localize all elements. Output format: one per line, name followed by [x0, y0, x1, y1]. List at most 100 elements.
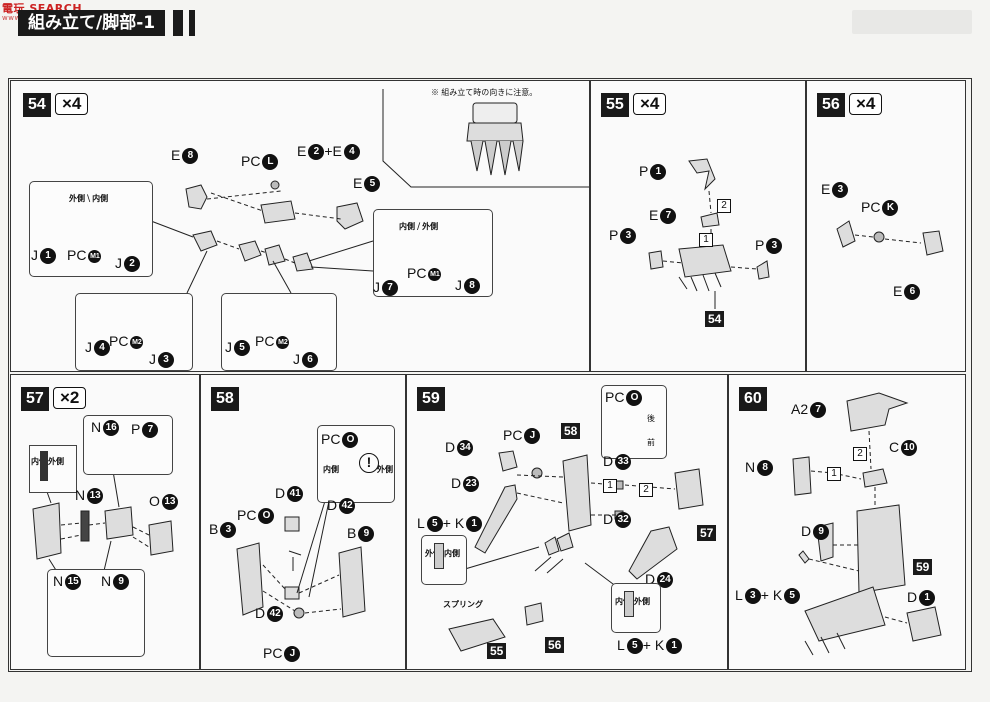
- step-56-number: 56: [817, 93, 845, 117]
- side-indicator-57: [29, 445, 77, 493]
- step-59-number: 59: [417, 387, 445, 411]
- page-title: 組み立て/脚部-1: [18, 10, 196, 36]
- label-side-out-58: 外側: [377, 465, 393, 474]
- order-2-60: 2: [853, 447, 867, 461]
- side-label-59b: 内側外側: [615, 591, 650, 617]
- step-56-multiplier: ×4: [849, 93, 883, 115]
- label-outer-inner-a: 外側 ⧹ 内側: [69, 194, 109, 203]
- step-55-multiplier: ×4: [633, 93, 667, 115]
- step-58-number: 58: [211, 387, 239, 411]
- label-side-in-58: 内側: [323, 465, 339, 474]
- order-1: 1: [699, 233, 713, 247]
- step-57-number: 57: [21, 387, 49, 411]
- inset-spring-side-a: [421, 535, 467, 585]
- orientation-note: ※ 組み立て時の向きに注意。: [431, 88, 538, 97]
- label-back: 後: [647, 414, 655, 423]
- header-right-block: [852, 10, 972, 34]
- ref-step-55: 55: [487, 643, 507, 659]
- subassembly-j4-j3: [75, 293, 193, 371]
- order-2: 2: [717, 199, 731, 213]
- instruction-frame: [8, 78, 972, 672]
- step-59-diagram: [448, 414, 704, 652]
- step-54-multiplier: ×4: [55, 93, 89, 115]
- side-label-59a: 外側内側: [425, 543, 460, 569]
- step-54-number: 54: [23, 93, 51, 117]
- ref-step-54: 54: [705, 311, 725, 327]
- step-60-number: 60: [739, 387, 767, 411]
- order-2-59: 2: [639, 483, 653, 497]
- caution-icon: !: [359, 453, 379, 473]
- step-56-diagram: [836, 220, 944, 256]
- step-57-multiplier: ×2: [53, 387, 87, 409]
- ref-step-56: 56: [545, 637, 565, 653]
- ref-step-58: 58: [561, 423, 581, 439]
- step-55-diagram: [648, 158, 770, 309]
- step-60-diagram: [792, 392, 942, 656]
- ref-step-57: 57: [697, 525, 717, 541]
- label-front: 前: [647, 438, 655, 447]
- order-1-59: 1: [603, 479, 617, 493]
- step-55-number: 55: [601, 93, 629, 117]
- inset-spring-side-b: [611, 583, 661, 633]
- subassembly-n16-p7: [83, 415, 173, 475]
- order-1-60: 1: [827, 467, 841, 481]
- label-inner-outer-b: 内側 ⧸ 外側: [399, 222, 439, 231]
- step-58-diagram: [236, 444, 366, 619]
